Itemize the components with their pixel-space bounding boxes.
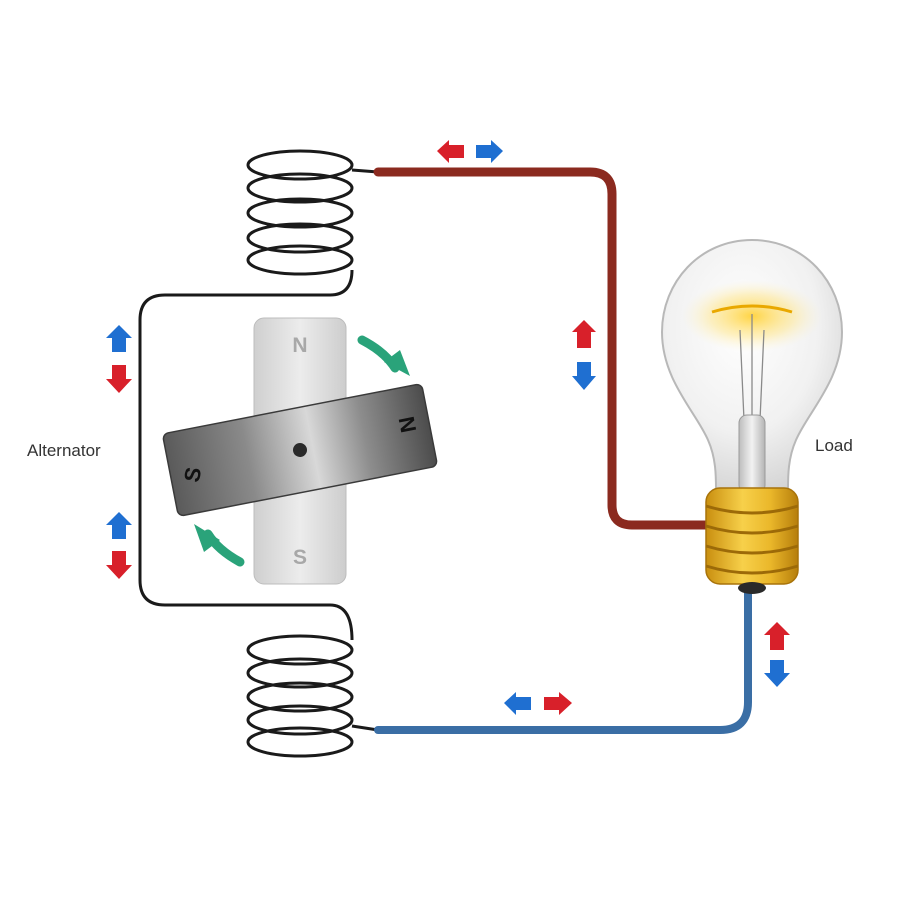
negative-wire	[374, 586, 752, 734]
current-indicator-left-upper	[106, 325, 132, 393]
lower-coil	[246, 634, 379, 758]
upper-coil	[246, 149, 379, 276]
bulb-screw-base	[705, 487, 799, 594]
current-indicator-left-lower	[106, 512, 132, 579]
stator-north-label: N	[292, 334, 307, 357]
positive-wire	[373, 167, 717, 530]
current-indicator-right	[572, 320, 596, 390]
coil-link-wire	[138, 269, 354, 641]
current-indicator-bottom	[504, 692, 572, 715]
alternator-label: Alternator	[27, 441, 101, 460]
current-indicator-return	[764, 622, 790, 687]
rotor-south-label: S	[179, 465, 206, 484]
current-indicator-top	[437, 140, 503, 163]
rotor-north-label: N	[394, 414, 422, 434]
light-bulb-icon	[660, 238, 844, 594]
stator-south-label: S	[293, 546, 307, 569]
rotor-magnet	[162, 383, 438, 517]
rotation-arrow-top	[357, 335, 410, 376]
load-label: Load	[815, 436, 853, 455]
rotation-arrow-bottom	[194, 524, 245, 567]
rotor-axle-icon	[293, 443, 307, 457]
